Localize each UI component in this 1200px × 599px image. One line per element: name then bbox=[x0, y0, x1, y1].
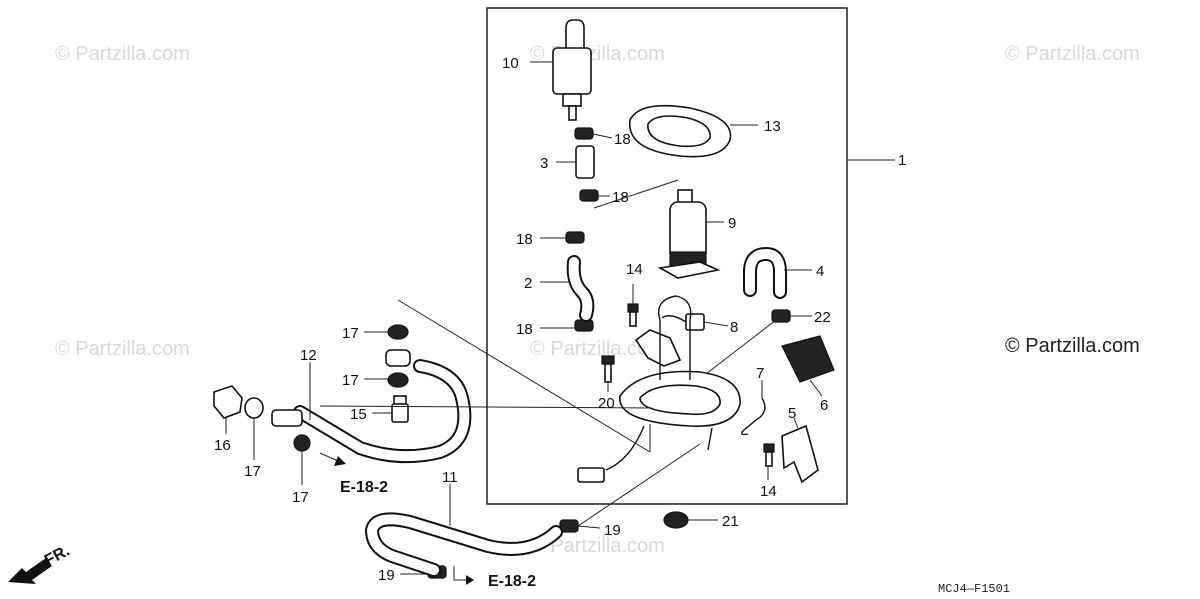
section-reference: E-18-2 bbox=[340, 479, 388, 496]
callout-label: 11 bbox=[442, 469, 458, 486]
callout-label: 20 bbox=[598, 395, 615, 412]
callout-label: 16 bbox=[214, 437, 231, 454]
callout-label: 6 bbox=[820, 397, 828, 414]
banjo-bolt-part bbox=[391, 395, 409, 423]
callout-label: 3 bbox=[540, 155, 548, 172]
sealing-washer-part bbox=[293, 434, 311, 452]
callout-label: 18 bbox=[612, 189, 629, 206]
callout-label: 18 bbox=[516, 321, 533, 338]
fuel-pump-part bbox=[657, 189, 721, 279]
hose-clamp-part bbox=[565, 231, 585, 244]
sealing-washer-part bbox=[387, 372, 409, 388]
callout-label: 13 bbox=[764, 118, 781, 135]
pump-base-unit-part bbox=[577, 295, 741, 483]
callout-label: 19 bbox=[604, 522, 621, 539]
callout-label: 17 bbox=[244, 463, 261, 480]
section-reference: E-18-2 bbox=[488, 573, 536, 590]
sealing-washer-part bbox=[387, 324, 409, 340]
front-direction-indicator: FR. bbox=[8, 542, 73, 584]
assembly-boundary-box bbox=[486, 7, 848, 505]
diagram-code: MCJ4—F1501 bbox=[938, 582, 1010, 596]
brand-watermark: © Partzilla.com bbox=[1005, 335, 1140, 357]
banjo-fitting-part bbox=[385, 349, 411, 367]
callout-label: 1 bbox=[898, 152, 906, 169]
sealing-washer-part bbox=[244, 397, 264, 419]
callout-label: 19 bbox=[378, 567, 395, 584]
callout-label: 17 bbox=[342, 372, 359, 389]
watermark: © Partzilla.com bbox=[55, 338, 190, 360]
nut-part bbox=[213, 385, 243, 419]
callout-label: 21 bbox=[722, 513, 739, 530]
callout-label: 10 bbox=[502, 55, 519, 72]
watermark: © Partzilla.com bbox=[530, 535, 665, 557]
callout-label: 9 bbox=[728, 215, 736, 232]
bolt-part bbox=[763, 443, 775, 467]
return-hose-part bbox=[743, 247, 787, 299]
watermark: © Partzilla.com bbox=[530, 338, 665, 360]
gasket-part bbox=[629, 104, 732, 158]
watermark: © Partzilla.com bbox=[55, 43, 190, 65]
watermark: © Partzilla.com bbox=[1005, 43, 1140, 65]
callout-label: 5 bbox=[788, 405, 796, 422]
callout-label: 18 bbox=[516, 231, 533, 248]
hose-clamp-part bbox=[574, 127, 594, 140]
callout-label: 12 bbox=[300, 347, 317, 364]
callout-label: 2 bbox=[524, 275, 532, 292]
bolt-part bbox=[627, 303, 639, 327]
callout-label: 17 bbox=[342, 325, 359, 342]
callout-label: 18 bbox=[614, 131, 631, 148]
fuel-filter-part bbox=[552, 19, 592, 121]
curved-fuel-hose-part bbox=[566, 255, 595, 322]
callout-label: 22 bbox=[814, 309, 831, 326]
bolt-part bbox=[601, 355, 615, 383]
wire-connector-part bbox=[661, 313, 705, 331]
fuel-hose-upper-part bbox=[271, 359, 472, 464]
bracket-part bbox=[781, 424, 819, 484]
callout-label: 14 bbox=[626, 261, 643, 278]
grommet-part bbox=[663, 511, 689, 529]
callout-label: 8 bbox=[730, 319, 738, 336]
callout-label: 15 bbox=[350, 406, 367, 423]
short-fuel-hose-part bbox=[575, 145, 595, 179]
callout-label: 4 bbox=[816, 263, 824, 280]
hose-clamp-part bbox=[579, 189, 599, 202]
callout-label: 14 bbox=[760, 483, 777, 500]
callout-label: 17 bbox=[292, 489, 309, 506]
reference-arrow bbox=[453, 566, 474, 585]
foam-pad-part bbox=[781, 335, 835, 383]
hose-clamp-part bbox=[771, 309, 791, 323]
wire-clip-part bbox=[741, 397, 766, 436]
callout-label: 7 bbox=[756, 365, 764, 382]
reference-arrow bbox=[319, 452, 346, 466]
fuel-hose-lower-part bbox=[365, 512, 563, 577]
